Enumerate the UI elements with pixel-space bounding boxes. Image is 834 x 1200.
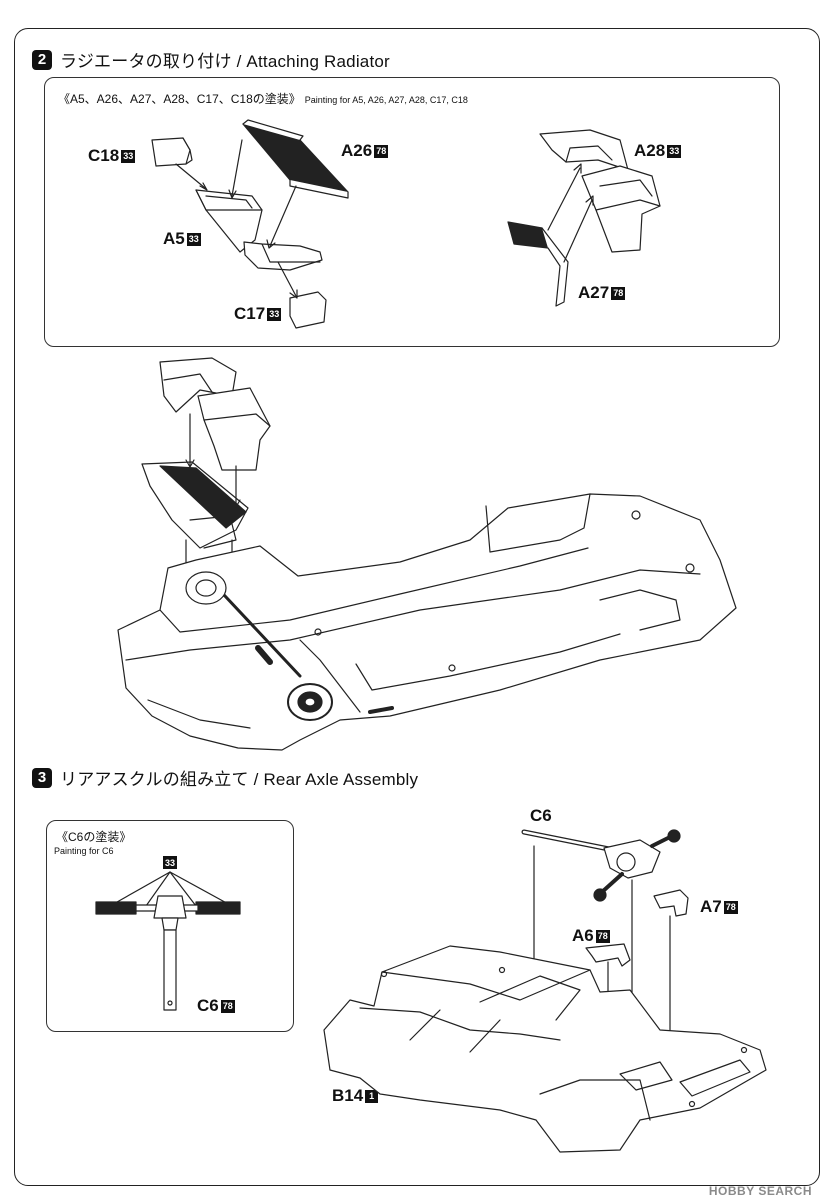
part-name: C17 [234, 304, 266, 323]
part-c17-drawing [289, 291, 327, 329]
paint-badge: 78 [374, 144, 389, 158]
paint-badge: 33 [667, 144, 682, 158]
instruction-frame [14, 28, 820, 1186]
paint-badge: 1 [365, 1089, 379, 1103]
part-name: A5 [163, 229, 185, 248]
c6-painting-drawing [95, 871, 241, 1011]
paint-badge: 78 [595, 929, 610, 943]
assembly-arrows-step2-right [547, 163, 594, 263]
part-c18-drawing [151, 137, 193, 167]
step-2-painting-en: Painting for A5, A26, A27, A28, C17, C18 [304, 95, 468, 105]
paint-badge: 78 [611, 286, 626, 300]
step-2-painting-jp: 《A5、A26、A27、A28、C17、C18の塗装》 [58, 92, 301, 106]
paint-badge: 78 [723, 900, 738, 914]
part-name: C18 [88, 146, 120, 165]
part-name: C6 [197, 996, 219, 1015]
part-name: C6 [530, 806, 552, 825]
c6-paint-badge-label: 33 [163, 856, 178, 869]
part-name: A6 [572, 926, 594, 945]
step-3-title: リアアスクルの組み立て / Rear Axle Assembly [60, 770, 419, 789]
paint-badge: 33 [163, 856, 178, 869]
part-name: B14 [332, 1086, 364, 1105]
part-name: A26 [341, 141, 373, 160]
step-2-painting-header: 《A5、A26、A27、A28、C17、C18の塗装》Painting for … [58, 90, 468, 107]
step-3-number: 3 [32, 767, 52, 788]
paint-badge: 33 [121, 149, 136, 163]
step-3-painting-jp: 《C6の塗装》 [56, 830, 132, 844]
step-2-painting-panel [44, 77, 780, 347]
paint-badge: 33 [186, 232, 201, 246]
step-2-number: 2 [32, 49, 52, 70]
step-3-painting-en: Painting for C6 [54, 846, 114, 856]
part-name: A7 [700, 897, 722, 916]
step-2-header: 2 ラジエータの取り付け / Attaching Radiator [32, 47, 390, 72]
paint-badge: 78 [220, 999, 235, 1013]
step-3-chassis-drawing [323, 829, 767, 1153]
watermark: HOBBY SEARCH [708, 1184, 812, 1198]
part-label-c6: C6 [530, 806, 552, 826]
part-a5-drawing [195, 189, 323, 271]
step-2-title: ラジエータの取り付け / Attaching Radiator [60, 52, 390, 71]
part-name: A27 [578, 283, 610, 302]
part-a26-drawing [242, 119, 349, 199]
part-a28-drawing [539, 129, 661, 253]
part-name: A28 [634, 141, 666, 160]
paint-badge: 33 [267, 307, 282, 321]
step-2-chassis-drawing [117, 357, 737, 751]
step-3-header: 3 リアアスクルの組み立て / Rear Axle Assembly [32, 765, 418, 790]
assembly-arrows-step2-left [175, 139, 298, 299]
part-a27-drawing [507, 221, 569, 307]
